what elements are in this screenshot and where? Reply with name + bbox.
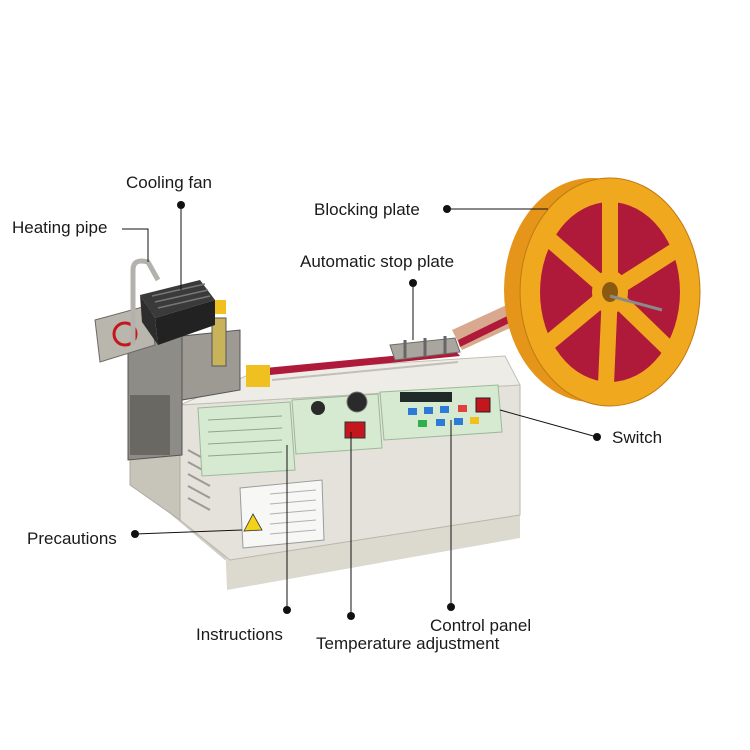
- label-cooling-fan: Cooling fan: [126, 173, 213, 192]
- temperature-knob[interactable]: [346, 391, 368, 413]
- cooling-fan: [140, 280, 215, 345]
- label-precautions: Precautions: [27, 529, 117, 548]
- label-heating-pipe: Heating pipe: [12, 218, 108, 237]
- automatic-stop-plate: [389, 336, 461, 361]
- label-automatic-stop-plate: Automatic stop plate: [300, 252, 455, 271]
- reel-axle: [609, 294, 663, 312]
- leader-dot-cooling-fan: [177, 201, 185, 209]
- leader-dot-precautions: [131, 530, 139, 538]
- label-switch: Switch: [612, 428, 663, 447]
- leader-dot-instructions: [283, 606, 291, 614]
- leader-dot-automatic-stop-plate: [409, 279, 417, 287]
- cutting-head: [94, 300, 270, 461]
- leader-dot-switch: [593, 433, 601, 441]
- leader-dot-temperature-adjustment: [347, 612, 355, 620]
- leader-dot-blocking-plate: [443, 205, 451, 213]
- control-display: [400, 392, 452, 402]
- label-instructions: Instructions: [196, 625, 283, 644]
- label-temperature-adjustment: Temperature adjustment: [316, 634, 500, 653]
- temperature-knob-small[interactable]: [311, 401, 325, 415]
- power-rocker[interactable]: [344, 421, 366, 439]
- leader-lines: [122, 205, 598, 616]
- label-blocking-plate: Blocking plate: [314, 200, 420, 219]
- control-panel: [379, 384, 503, 441]
- switch-button[interactable]: [475, 397, 491, 413]
- reel: [504, 177, 701, 407]
- instructions-panel: [197, 401, 296, 477]
- temperature-panel: [291, 391, 383, 455]
- label-control-panel: Control panel: [430, 616, 532, 635]
- leader-dot-control-panel: [447, 603, 455, 611]
- precautions-sticker: [239, 479, 325, 549]
